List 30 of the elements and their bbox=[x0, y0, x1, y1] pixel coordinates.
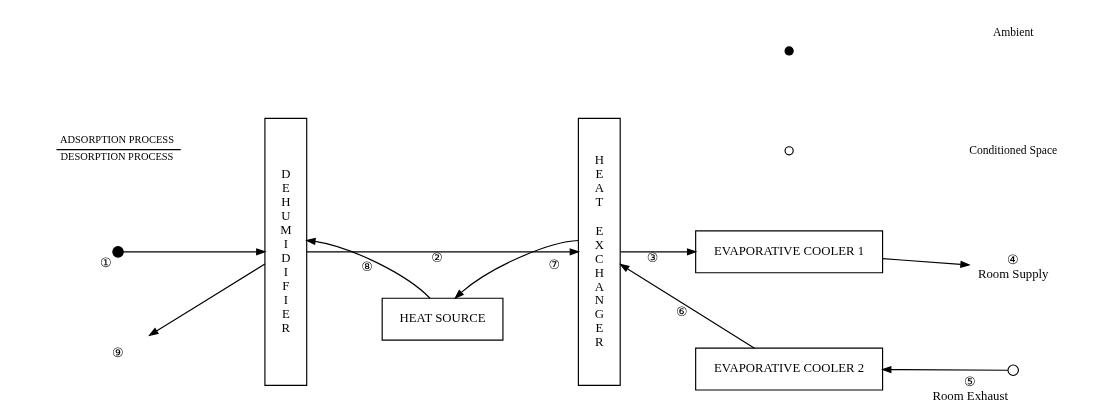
node-circle bbox=[112, 246, 124, 258]
arrow bbox=[148, 263, 266, 337]
edge-label: ⑦ bbox=[548, 256, 560, 272]
node-text: ⑨ bbox=[112, 346, 125, 361]
legend-label: Ambient bbox=[992, 26, 1034, 40]
node-label: ⑤ bbox=[964, 374, 977, 389]
legend-label: Conditioned Space bbox=[969, 143, 1058, 157]
node-text: ④ Room Supply bbox=[977, 253, 1049, 282]
node-label: ① bbox=[99, 256, 112, 271]
arrow bbox=[305, 237, 431, 299]
label: DESORPTION PROCESS bbox=[60, 151, 174, 163]
node-box: EVAPORATIVE COOLER 1 bbox=[695, 230, 884, 274]
edge-label: ⑧ bbox=[361, 258, 373, 274]
node-circle bbox=[1007, 364, 1019, 377]
node-box: HEAT EXCHANGER bbox=[577, 117, 621, 386]
edge-label: ③ bbox=[646, 250, 659, 266]
arrow bbox=[882, 258, 971, 268]
edge-label: ⑥ bbox=[675, 304, 688, 320]
arrow bbox=[619, 263, 756, 349]
arrow bbox=[306, 248, 581, 256]
node-box: EVAPORATIVE COOLER 2 bbox=[695, 347, 884, 391]
arrow bbox=[454, 239, 579, 300]
label: ADSORPTION PROCESS bbox=[60, 133, 174, 145]
node-box: DEHUMIDIFIER bbox=[264, 117, 308, 386]
arrow bbox=[122, 248, 267, 256]
node-box: HEAT SOURCE bbox=[381, 297, 504, 341]
node-label: Room Exhaust bbox=[932, 388, 1009, 403]
edge-label: ② bbox=[431, 250, 443, 266]
arrow bbox=[619, 248, 698, 256]
arrow bbox=[880, 365, 1009, 374]
